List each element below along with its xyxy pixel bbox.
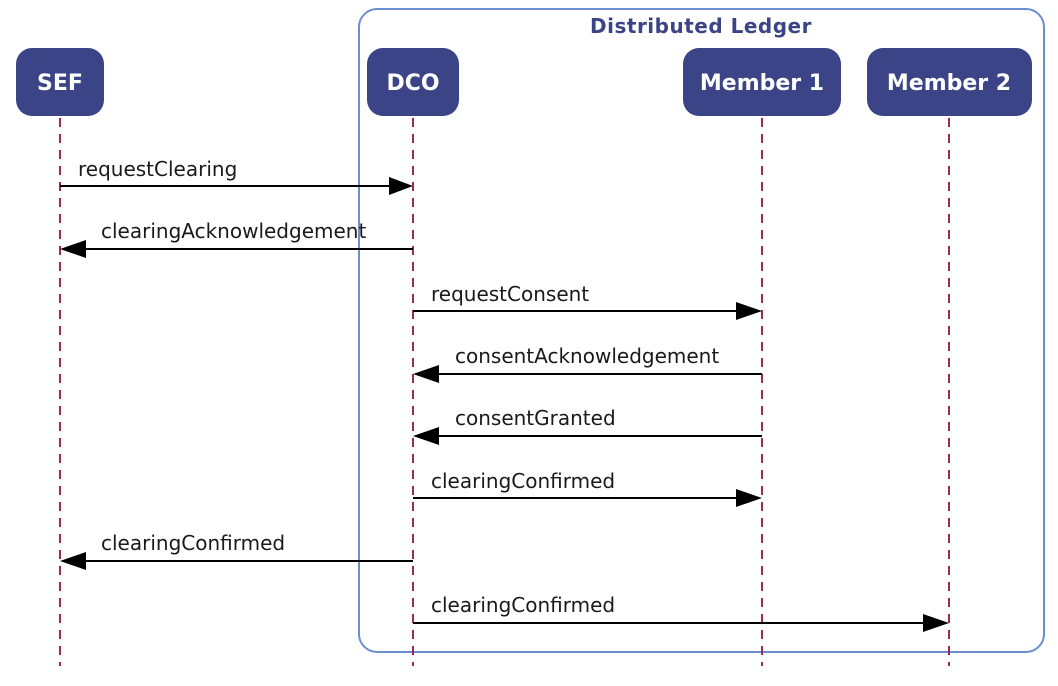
actor-member-1-box xyxy=(683,48,841,116)
arrowhead-icon xyxy=(413,365,439,383)
actor-member-2: Member 2 xyxy=(867,48,1032,116)
actor-sef-label: SEF xyxy=(37,71,83,96)
message-label-request-clearing: requestClearing xyxy=(78,157,237,181)
arrowhead-icon xyxy=(413,427,439,445)
message-labels: requestClearing clearingAcknowledgement … xyxy=(78,157,719,617)
message-label-consent-granted: consentGranted xyxy=(455,406,616,430)
message-arrows xyxy=(60,177,949,632)
arrowhead-icon xyxy=(60,240,86,258)
message-label-consent-acknowledgement: consentAcknowledgement xyxy=(455,344,719,368)
actor-dco-label: DCO xyxy=(386,71,439,96)
arrowhead-icon xyxy=(389,177,413,195)
actor-dco-box xyxy=(367,48,459,116)
message-label-clearing-confirmed-member-1: clearingConfirmed xyxy=(431,469,615,493)
message-label-clearing-acknowledgement: clearingAcknowledgement xyxy=(101,219,366,243)
message-label-clearing-confirmed-member-2: clearingConfirmed xyxy=(431,593,615,617)
actor-member-1-label: Member 1 xyxy=(700,71,824,96)
actor-sef: SEF xyxy=(16,48,104,116)
distributed-ledger-title: Distributed Ledger xyxy=(590,14,812,38)
arrowhead-icon xyxy=(736,302,762,320)
arrowhead-icon xyxy=(60,552,86,570)
actor-sef-box xyxy=(16,48,104,116)
message-label-request-consent: requestConsent xyxy=(431,282,589,306)
actor-member-2-label: Member 2 xyxy=(887,71,1011,96)
actor-member-2-box xyxy=(867,48,1032,116)
arrowhead-icon xyxy=(923,614,949,632)
arrowhead-icon xyxy=(736,489,762,507)
actor-dco: DCO xyxy=(367,48,459,116)
actor-member-1: Member 1 xyxy=(683,48,841,116)
message-label-clearing-confirmed-sef: clearingConfirmed xyxy=(101,531,285,555)
distributed-ledger-group-box xyxy=(358,8,1045,653)
